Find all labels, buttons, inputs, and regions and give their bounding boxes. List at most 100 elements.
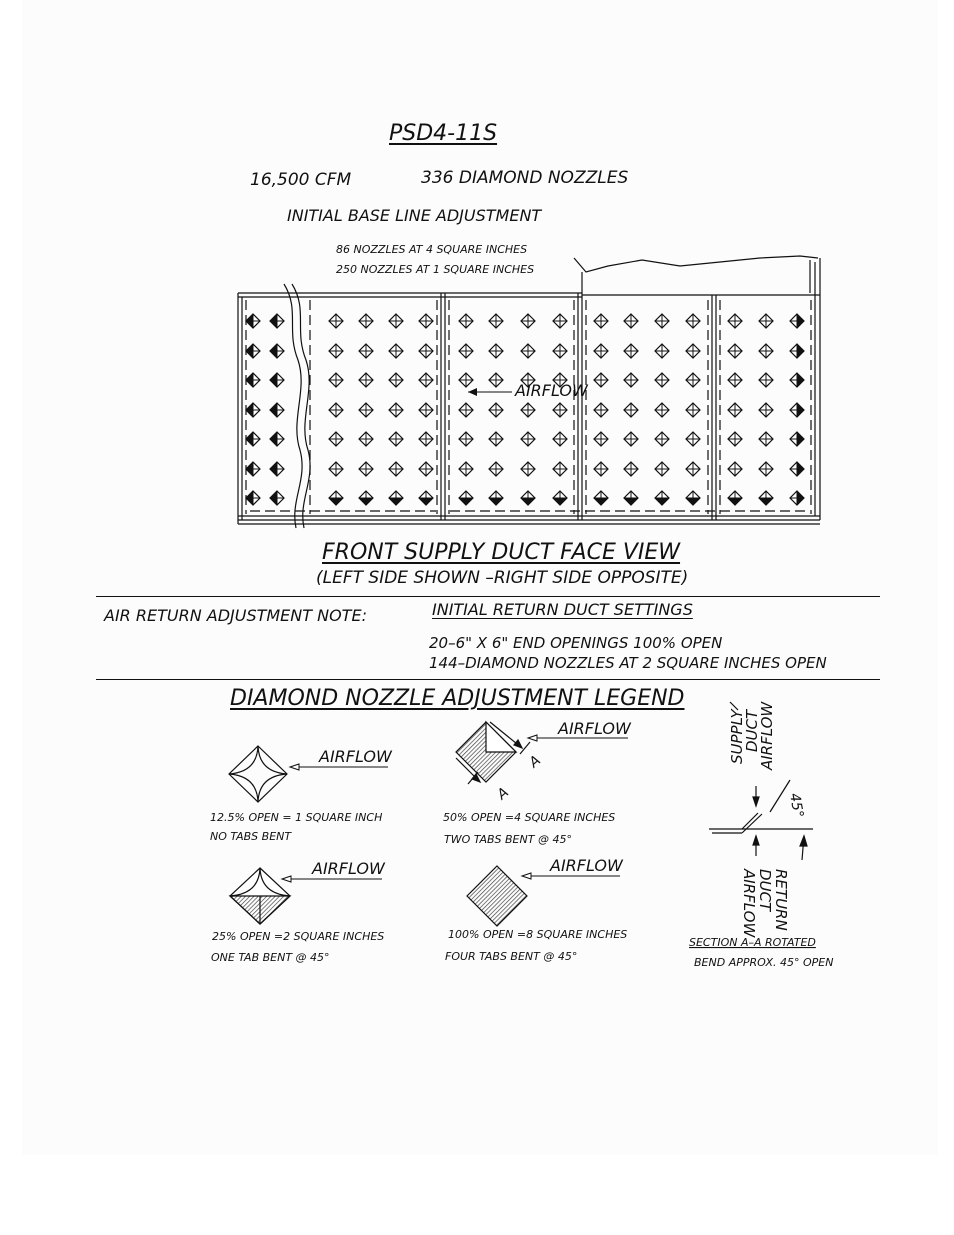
- diamond-nozzle-icon: [727, 402, 743, 418]
- nozzle-note-1: 86 NOZZLES AT 4 SQUARE INCHES: [336, 243, 528, 256]
- front-view-subtitle: (LEFT SIDE SHOWN –RIGHT SIDE OPPOSITE): [316, 568, 689, 588]
- diamond-nozzle-icon: [245, 372, 261, 388]
- diamond-nozzle-icon: [623, 402, 639, 418]
- diamond-nozzle-icon: [727, 343, 743, 359]
- nozzle-count-label: 336 DIAMOND NOZZLES: [421, 168, 629, 188]
- diamond-nozzle-icon: [727, 313, 743, 329]
- diamond-nozzle-icon: [458, 431, 474, 447]
- diamond-nozzle-icon: [593, 461, 609, 477]
- diamond-nozzle-icon: [593, 402, 609, 418]
- diamond-nozzle-icon: [488, 431, 504, 447]
- diamond-nozzle-icon: [328, 402, 344, 418]
- diamond-nozzle-icon: [458, 372, 474, 388]
- diamond-nozzle-icon: [758, 343, 774, 359]
- diamond-nozzle-icon: [789, 343, 805, 359]
- diamond-nozzle-icon: [685, 343, 701, 359]
- diamond-nozzle-icon: [758, 313, 774, 329]
- return-duct-airflow-label: RETURN DUCT AIRFLOW: [740, 868, 790, 938]
- diamond-nozzle-icon: [685, 461, 701, 477]
- diamond-nozzle-icon: [789, 461, 805, 477]
- legend-1-line-2: NO TABS BENT: [210, 830, 292, 843]
- diamond-nozzle-icon: [328, 313, 344, 329]
- diamond-nozzle-icon: [488, 490, 504, 506]
- airflow-arrow-icon: [520, 872, 620, 880]
- diamond-nozzle-icon: [245, 431, 261, 447]
- duct-frame: [237, 255, 821, 529]
- diamond-nozzle-icon: [458, 402, 474, 418]
- diamond-nozzle-icon: [458, 461, 474, 477]
- diamond-nozzle-icon: [520, 402, 536, 418]
- legend-1-airflow: AIRFLOW: [318, 747, 393, 766]
- diamond-nozzle-icon: [388, 490, 404, 506]
- diamond-nozzle-icon: [269, 343, 285, 359]
- diamond-nozzle-icon: [269, 402, 285, 418]
- diamond-nozzle-icon: [654, 313, 670, 329]
- diamond-nozzle-icon: [593, 372, 609, 388]
- diamond-nozzle-icon: [623, 431, 639, 447]
- diamond-nozzle-icon: [245, 313, 261, 329]
- diamond-nozzle-icon: [388, 461, 404, 477]
- svg-text:DUCT: DUCT: [743, 708, 761, 752]
- front-view-title: FRONT SUPPLY DUCT FACE VIEW: [322, 540, 681, 565]
- diamond-nozzle-icon: [245, 343, 261, 359]
- diamond-nozzle-icon: [654, 372, 670, 388]
- diamond-nozzle-icon: [654, 402, 670, 418]
- diamond-nozzle-icon: [552, 313, 568, 329]
- svg-text:DUCT: DUCT: [756, 869, 774, 913]
- airflow-label: AIRFLOW: [514, 381, 589, 400]
- divider-bottom: [96, 679, 880, 680]
- supply-duct-airflow-label: SUPPLY DUCT AIRFLOW: [728, 701, 776, 771]
- diamond-nozzle-icon: [418, 313, 434, 329]
- diamond-nozzle-icon: [593, 431, 609, 447]
- diamond-nozzle-icon: [418, 490, 434, 506]
- airflow-arrow-icon: [280, 875, 382, 883]
- legend-3-line-2: ONE TAB BENT @ 45°: [211, 951, 330, 964]
- airflow-arrow-icon: [468, 388, 512, 396]
- diamond-nozzle-icon: [458, 343, 474, 359]
- diamond-nozzle-icon: [388, 402, 404, 418]
- diamond-nozzle-icon: [727, 461, 743, 477]
- diamond-nozzle-icon: [552, 402, 568, 418]
- diamond-nozzle-icon: [552, 461, 568, 477]
- diamond-nozzle-icon: [552, 431, 568, 447]
- diamond-nozzle-icon: [685, 490, 701, 506]
- diamond-nozzle-icon: [269, 461, 285, 477]
- diamond-nozzle-icon: [552, 372, 568, 388]
- diamond-nozzle-icon: [623, 343, 639, 359]
- return-note-line-2: 144–DIAMOND NOZZLES AT 2 SQUARE INCHES O…: [429, 654, 827, 672]
- svg-text:SUPPLY: SUPPLY: [728, 707, 746, 764]
- diamond-nozzle-icon: [358, 490, 374, 506]
- legend-4-line-2: FOUR TABS BENT @ 45°: [445, 950, 577, 963]
- diamond-nozzle-icon: [552, 343, 568, 359]
- diamond-nozzle-two-tabs-icon: [455, 720, 531, 785]
- diamond-nozzle-icon: [328, 431, 344, 447]
- diamond-nozzle-icon: [623, 372, 639, 388]
- diamond-nozzle-icon: [388, 343, 404, 359]
- diamond-nozzle-icon: [488, 461, 504, 477]
- diamond-nozzle-icon: [418, 343, 434, 359]
- diamond-nozzle-icon: [458, 313, 474, 329]
- model-title: PSD4-11S: [389, 121, 498, 146]
- divider-top: [96, 596, 880, 597]
- diamond-nozzle-icon: [328, 372, 344, 388]
- diamond-nozzle-icon: [269, 431, 285, 447]
- diamond-nozzle-icon: [245, 461, 261, 477]
- legend-2-line-1: 50% OPEN =4 SQUARE INCHES: [443, 811, 615, 824]
- diamond-nozzle-icon: [488, 313, 504, 329]
- diamond-nozzle-icon: [358, 461, 374, 477]
- legend-2-line-2: TWO TABS BENT @ 45°: [444, 833, 572, 846]
- legend-2-airflow: AIRFLOW: [557, 719, 632, 738]
- diamond-nozzle-icon: [654, 490, 670, 506]
- diamond-nozzle-one-tab-icon: [228, 867, 292, 925]
- diamond-nozzle-icon: [488, 372, 504, 388]
- diamond-nozzle-icon: [552, 490, 568, 506]
- diamond-nozzle-icon: [358, 372, 374, 388]
- diamond-nozzle-icon: [789, 313, 805, 329]
- diamond-nozzle-icon: [623, 490, 639, 506]
- diamond-nozzle-icon: [418, 431, 434, 447]
- svg-text:RETURN: RETURN: [772, 869, 790, 931]
- diamond-nozzle-icon: [758, 431, 774, 447]
- diamond-nozzle-icon: [789, 372, 805, 388]
- legend-4-line-1: 100% OPEN =8 SQUARE INCHES: [448, 928, 627, 941]
- diamond-nozzle-icon: [654, 343, 670, 359]
